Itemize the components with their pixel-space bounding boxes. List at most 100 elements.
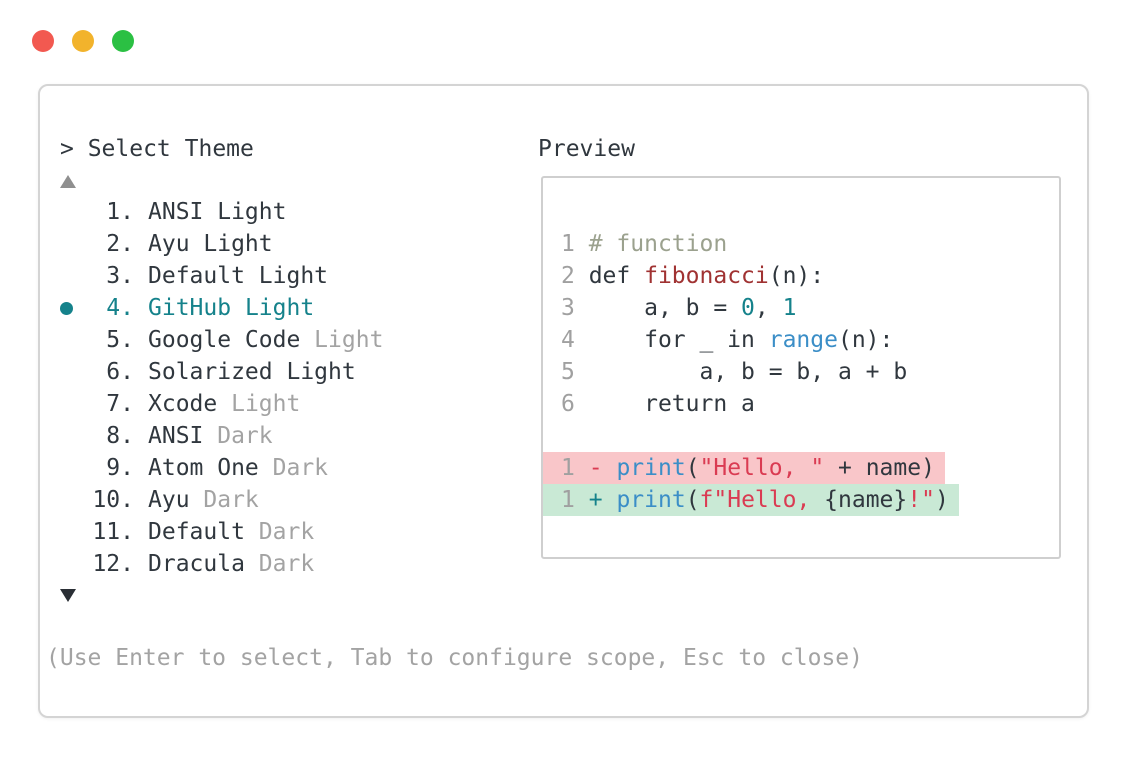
theme-number: 11. <box>92 519 134 545</box>
theme-name: Ayu <box>148 487 190 513</box>
code-token: range <box>768 327 838 353</box>
theme-option-ansi-light[interactable]: 1.ANSI Light <box>60 196 383 228</box>
preview-label: Preview <box>538 136 635 162</box>
theme-option-github-light[interactable]: 4.GitHub Light <box>60 292 383 324</box>
diff-added-line: 1 + print(f"Hello, {name}!") <box>543 484 959 516</box>
code-token: a, b = <box>574 295 742 321</box>
code-token <box>603 455 617 481</box>
theme-variant-label: Dark <box>258 455 329 481</box>
theme-option-solarized-light[interactable]: 6. Solarized Light <box>60 356 383 388</box>
theme-option-dracula-dark[interactable]: 12. Dracula Dark <box>60 548 383 580</box>
theme-name: Ayu <box>148 231 190 257</box>
dialog-title: > Select Theme <box>60 136 254 162</box>
theme-name: Atom One <box>148 455 259 481</box>
theme-name: ANSI <box>148 423 204 449</box>
theme-variant-label: Dark <box>203 423 273 449</box>
theme-number: 2. <box>106 231 134 257</box>
theme-number: 7. <box>106 391 134 417</box>
theme-option-google-code-light[interactable]: 5. Google Code Light <box>60 324 383 356</box>
code-token: "Hello, " <box>699 455 825 481</box>
code-token: 6 <box>561 391 575 417</box>
theme-name: Default <box>148 519 245 545</box>
theme-number: 10. <box>92 487 134 513</box>
code-line <box>543 420 1059 452</box>
code-token: fibonacci <box>644 263 769 289</box>
code-token <box>603 487 617 513</box>
theme-name: Solarized <box>148 359 273 385</box>
zoom-button[interactable] <box>112 30 134 52</box>
theme-selector-dialog: > Select Theme Preview 1.ANSI Light 2. Ayu… <box>38 84 1089 718</box>
diff-deleted-line: 1 - print("Hello, " + name) <box>543 452 945 484</box>
theme-number: 12. <box>92 551 134 577</box>
code-token: for _ in <box>574 327 769 353</box>
code-line: 6 return a <box>543 388 1059 420</box>
theme-variant-label: Dark <box>244 519 315 545</box>
code-token: ( <box>685 455 700 481</box>
code-token: , <box>754 295 783 321</box>
theme-option-default-light[interactable]: 3. Default Light <box>60 260 383 292</box>
code-token: 2 <box>561 263 575 289</box>
theme-option-ayu-dark[interactable]: 10. Ayu Dark <box>60 484 383 516</box>
code-token: 3 <box>561 295 575 321</box>
theme-variant-label: Light <box>300 327 384 353</box>
theme-variant-label: Dark <box>244 551 315 577</box>
code-token <box>575 231 589 257</box>
theme-option-ansi-dark[interactable]: 8.ANSI Dark <box>60 420 383 452</box>
theme-option-xcode-light[interactable]: 7. Xcode Light <box>60 388 383 420</box>
window-controls <box>32 30 134 52</box>
theme-variant-label: Light <box>217 391 301 417</box>
code-token: + <box>588 487 603 513</box>
code-token: 5 <box>561 359 575 385</box>
theme-name: GitHub <box>148 295 232 321</box>
code-token: 1 <box>561 487 575 513</box>
code-token: 1 <box>561 455 575 481</box>
scroll-up-icon[interactable] <box>60 175 76 188</box>
theme-name: ANSI <box>148 199 204 225</box>
theme-name: Google Code <box>148 327 301 353</box>
scroll-down-icon[interactable] <box>60 589 76 602</box>
close-button[interactable] <box>32 30 54 52</box>
code-token: ) <box>934 487 949 513</box>
theme-variant-label: Light <box>244 263 329 289</box>
code-token: 4 <box>561 327 575 353</box>
theme-variant-label: Light <box>231 295 315 321</box>
theme-variant-label: Light <box>272 359 356 385</box>
theme-option-ayu-light[interactable]: 2. Ayu Light <box>60 228 383 260</box>
code-token: a, b = b, a + b <box>574 359 908 385</box>
selected-indicator-icon <box>60 301 73 315</box>
theme-variant-label: Dark <box>189 487 259 513</box>
theme-option-default-dark[interactable]: 11. Default Dark <box>60 516 383 548</box>
minimize-button[interactable] <box>72 30 94 52</box>
code-token <box>575 455 589 481</box>
theme-number: 5. <box>106 327 134 353</box>
theme-number: 6. <box>106 359 134 385</box>
theme-name: Default <box>148 263 245 289</box>
code-token: + name) <box>824 455 935 481</box>
code-token: print <box>616 455 686 481</box>
theme-number: 9. <box>106 455 134 481</box>
theme-number: 3. <box>106 263 134 289</box>
bullet-column <box>60 301 92 315</box>
theme-name: Dracula <box>148 551 245 577</box>
code-token: !" <box>907 487 935 513</box>
code-token: # function <box>588 231 728 257</box>
code-token: 1 <box>782 295 797 321</box>
code-token: - <box>588 455 603 481</box>
code-token: (n): <box>768 263 825 289</box>
code-token: f"Hello, <box>699 487 825 513</box>
theme-option-atom-one-dark[interactable]: 9. Atom One Dark <box>60 452 383 484</box>
code-line: 2 def fibonacci(n): <box>543 260 1059 292</box>
code-token <box>575 487 589 513</box>
keyboard-hint: (Use Enter to select, Tab to configure s… <box>46 645 863 671</box>
code-line: 5 a, b = b, a + b <box>543 356 1059 388</box>
theme-variant-label: Light <box>203 199 287 225</box>
theme-name: Xcode <box>148 391 218 417</box>
code-token: return a <box>574 391 755 417</box>
theme-variant-label: Light <box>189 231 273 257</box>
code-token: def <box>574 263 645 289</box>
code-line: 3 a, b = 0, 1 <box>543 292 1059 324</box>
